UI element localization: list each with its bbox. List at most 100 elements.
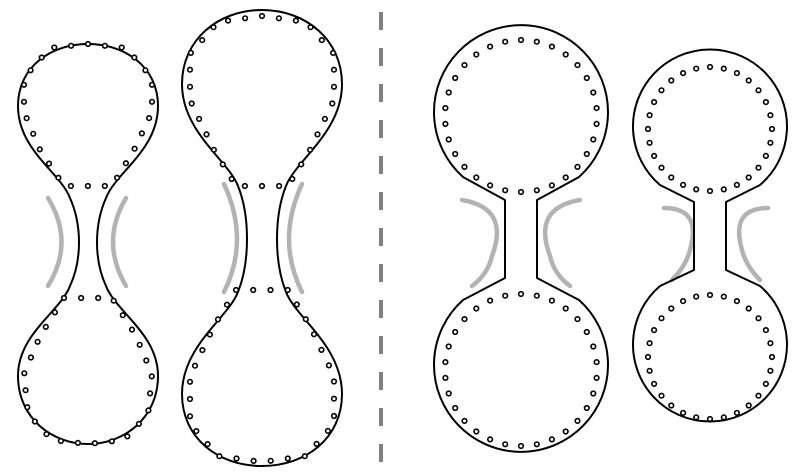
dumbbell-3-bottom-dot — [575, 419, 580, 424]
dumbbell-4-neck-arc-left — [664, 208, 693, 280]
dumbbell-1-top-dot — [132, 146, 137, 151]
dumbbell-4-top-dot — [722, 187, 727, 192]
dumbbell-2-bottom-dot — [234, 456, 239, 461]
dumbbell-1-top-dot — [22, 83, 27, 88]
dumbbell-2-bottom-dot — [332, 414, 337, 419]
dumbbell-4-top-dot — [756, 88, 761, 93]
dumbbell-2-top-dot — [323, 117, 328, 122]
dumbbell-4-top-dot — [669, 78, 674, 83]
dumbbell-4-top-dot — [735, 183, 740, 188]
dumbbell-3 — [434, 25, 608, 452]
dumbbell-3-bottom-dot — [594, 360, 599, 365]
dumbbell-1-top-dot — [147, 116, 152, 121]
dumbbell-3-bottom-dot — [585, 330, 590, 335]
dumbbell-2-top-dot — [332, 85, 337, 90]
dumbbell-1-top-dot — [69, 184, 74, 189]
dumbbell-3-top-dot — [591, 90, 596, 95]
dumbbell-4-bottom-dot — [681, 411, 686, 416]
dumbbell-4-top-dot — [659, 88, 664, 93]
dumbbell-1-neck-arc-right — [113, 198, 126, 286]
dumbbell-3-bottom-dot — [575, 317, 580, 322]
dumbbell-3-top-dot — [453, 76, 458, 81]
dumbbell-4-bottom-dot — [768, 341, 773, 346]
dumbbell-4-bottom-dot — [659, 393, 664, 398]
dumbbell-1-bottom-dot — [148, 391, 153, 396]
dumbbell-3-bottom-dot — [591, 391, 596, 396]
dumbbell-4-bottom-dot — [647, 369, 652, 374]
dumbbell-4-top-dot — [652, 154, 657, 159]
dumbbell-1-top-dot — [124, 161, 129, 166]
dumbbell-4-bottom-dot — [652, 382, 657, 387]
dumbbell-3-top-dot — [446, 90, 451, 95]
dumbbell-3-bottom-dot — [519, 444, 524, 449]
dumbbell-1-top-dot — [52, 45, 57, 50]
dumbbell-4-bottom-dot — [681, 299, 686, 304]
dumbbell-3-bottom-dot — [591, 344, 596, 349]
dumbbell-2-top-dot — [229, 177, 234, 182]
dumbbell-1-top-dot — [119, 45, 124, 50]
dumbbell-4-bottom-dot — [746, 403, 751, 408]
dumbbell-3-top-dot — [585, 152, 590, 157]
dumbbell-4-bottom-dot — [694, 294, 699, 299]
dumbbell-1-top-dot — [47, 161, 52, 166]
dumbbell-1-bottom-dot — [53, 310, 58, 315]
dumbbell-3-bottom-dot — [462, 317, 467, 322]
dumbbell-2-top-dot — [200, 38, 205, 43]
dumbbell-4-top-dot — [768, 141, 773, 146]
dumbbell-4-bottom-dot — [746, 306, 751, 311]
dumbbell-1-bottom-dot — [44, 432, 49, 437]
dumbbell-4-bottom-dot — [652, 328, 657, 333]
dumbbell-2-top-dot — [320, 38, 325, 43]
dumbbell-3-top-dot — [519, 38, 524, 43]
dumbbell-2-bottom-dot — [234, 288, 239, 293]
dumbbell-3-top-dot — [474, 175, 479, 180]
dumbbell-2-bottom-dot — [251, 288, 256, 293]
dumbbell-4-bottom-dot — [659, 316, 664, 321]
dumbbell-1-top-dot — [150, 83, 155, 88]
dumbbell-1-top-dot — [69, 44, 74, 49]
dumbbell-2 — [182, 10, 342, 466]
dumbbell-1-bottom-dot — [125, 434, 130, 439]
dumbbell-3-bottom-dot — [488, 437, 493, 442]
dumbbell-4-top-dot — [764, 154, 769, 159]
dumbbell-1-top-dot — [150, 100, 155, 105]
dumbbell-2-outline — [182, 10, 342, 466]
dumbbell-3-top-dot — [453, 152, 458, 157]
dumbbell-4-bottom-dot — [764, 382, 769, 387]
dumbbell-2-top-dot — [212, 148, 217, 153]
dumbbell-3-bottom-dot — [563, 306, 568, 311]
dumbbell-1-top-dot — [86, 184, 91, 189]
dumbbell-1-bottom-dot — [96, 296, 101, 301]
dumbbell-3-top-dot — [585, 76, 590, 81]
dumbbell-1-bottom-dot — [130, 327, 135, 332]
dumbbell-4-bottom-dot — [647, 341, 652, 346]
dumbbell-2-top-dot — [315, 132, 320, 137]
dumbbell-4-top-dot — [694, 66, 699, 71]
dumbbell-1-bottom-dot — [121, 313, 126, 318]
dumbbell-1-outline — [18, 44, 158, 444]
dumbbell-2-bottom-dot — [200, 348, 205, 353]
dumbbell-3-bottom-dot — [563, 429, 568, 434]
dumbbell-3-bottom-dot — [550, 437, 555, 442]
dumbbell-3-top-dot — [519, 190, 524, 195]
dumbbell-1-bottom-dot — [23, 388, 28, 393]
dumbbell-3-bottom-dot — [474, 306, 479, 311]
dumbbell-3-bottom-dot — [453, 406, 458, 411]
dumbbell-2-neck-arc-left — [224, 184, 237, 292]
dumbbell-2-bottom-dot — [332, 396, 337, 401]
dumbbell-1-bottom-dot — [150, 374, 155, 379]
dumbbell-3-bottom-dot — [488, 298, 493, 303]
dumbbell-3-bottom-dot — [474, 429, 479, 434]
dumbbell-1-top-dot — [22, 100, 27, 105]
dumbbell-2-top-dot — [308, 25, 313, 30]
dumbbell-3-top-dot — [575, 165, 580, 170]
dumbbell-2-bottom-dot — [194, 429, 199, 434]
dumbbell-1-bottom-dot — [137, 343, 142, 348]
dumbbell-4-top-dot — [708, 189, 713, 194]
dumbbell-2-bottom-dot — [332, 379, 337, 384]
right-panel-straight-necks — [434, 25, 787, 452]
dumbbell-3-bottom-dot — [503, 442, 508, 447]
dumbbell-2-top-dot — [204, 132, 209, 137]
dumbbell-4-bottom-dot — [735, 411, 740, 416]
dumbbell-1-bottom-dot — [93, 441, 98, 446]
